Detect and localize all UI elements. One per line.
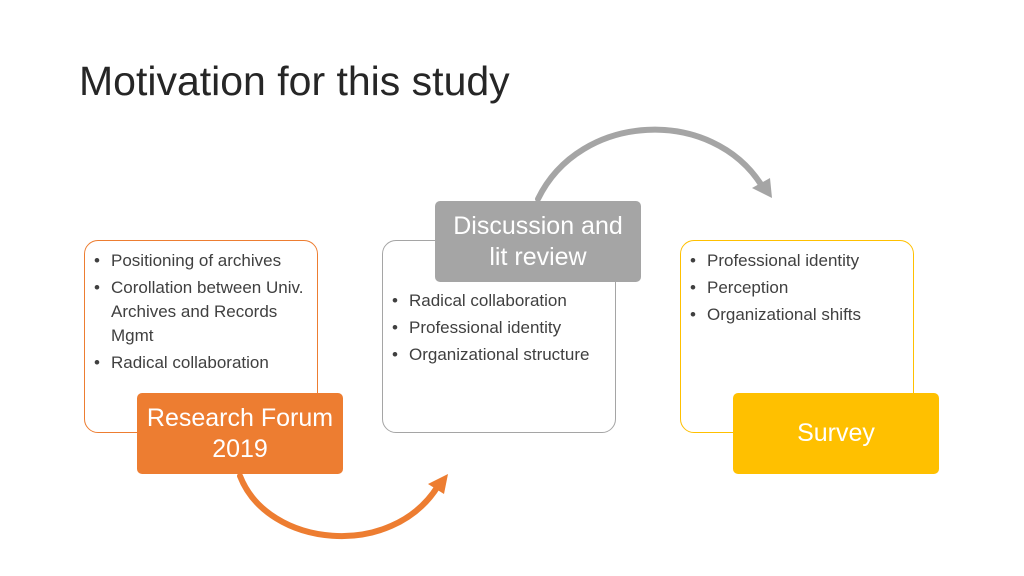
list-item: Professional identity [687, 249, 907, 273]
curved-arrow-orange-head [428, 474, 448, 494]
list-item: Radical collaboration [91, 351, 311, 375]
list-item: Corollation between Univ. Archives and R… [91, 276, 311, 348]
curved-arrow-orange [237, 473, 441, 540]
curved-arrow-gray-head [752, 178, 772, 198]
stage-card-research-forum: Positioning of archives Corollation betw… [84, 240, 318, 433]
bullet-list: Professional identity Perception Organiz… [687, 249, 907, 327]
stage-label-survey: Survey [733, 393, 939, 474]
slide-title: Motivation for this study [79, 58, 510, 104]
bullet-list: Positioning of archives Corollation betw… [91, 249, 311, 375]
list-item: Organizational structure [389, 343, 609, 367]
list-item: Perception [687, 276, 907, 300]
list-item: Professional identity [389, 316, 609, 340]
stage-label-discussion: Discussion and lit review [435, 201, 641, 282]
list-item: Radical collaboration [389, 289, 609, 313]
bullet-list: Radical collaboration Professional ident… [389, 289, 609, 367]
list-item: Positioning of archives [91, 249, 311, 273]
curved-arrow-gray [535, 126, 765, 202]
list-item: Organizational shifts [687, 303, 907, 327]
stage-label-research-forum: Research Forum 2019 [137, 393, 343, 474]
